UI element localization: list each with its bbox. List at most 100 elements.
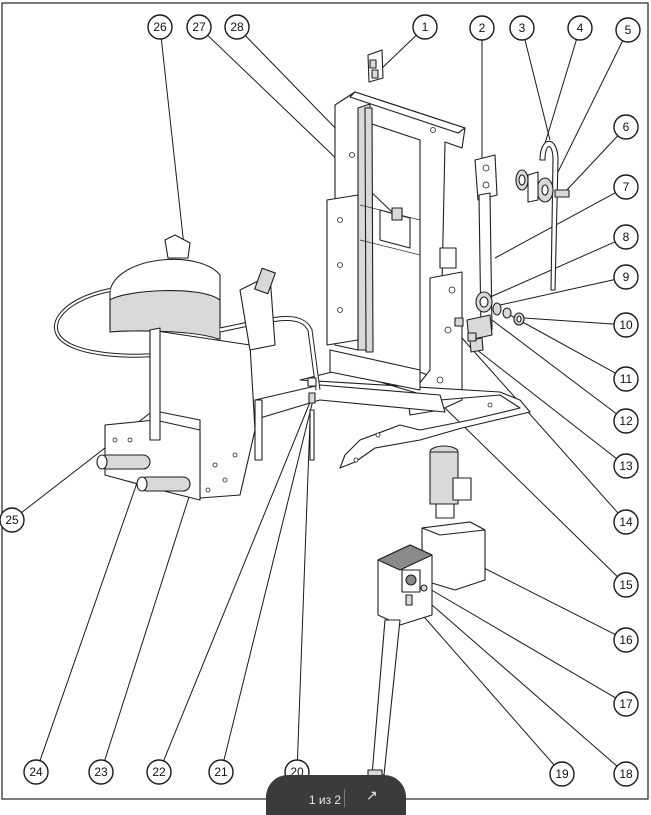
callout-11: 11	[613, 366, 639, 392]
callout-circle	[613, 366, 639, 392]
callout-circle	[469, 15, 495, 41]
callout-number: 5	[625, 23, 632, 37]
callout-21: 21	[208, 759, 234, 785]
callout-number: 18	[619, 767, 633, 781]
callout-10: 10	[613, 312, 639, 338]
leader-line-26	[160, 38, 186, 256]
base-frame	[254, 349, 531, 469]
leader-line-3	[524, 39, 551, 141]
leader-line-22	[163, 389, 316, 762]
leader-line-13	[471, 345, 617, 460]
callout-circle	[613, 627, 639, 653]
callout-number: 13	[619, 459, 633, 473]
callout-circle	[567, 15, 593, 41]
axles	[96, 454, 191, 492]
callout-circle	[509, 15, 535, 41]
fastener-set	[454, 291, 525, 342]
callout-number: 10	[619, 318, 633, 332]
callout-7: 7	[613, 174, 639, 200]
callout-24: 24	[23, 759, 49, 785]
callout-circle	[613, 572, 639, 598]
leader-line-16	[477, 564, 616, 636]
callout-circle	[88, 759, 114, 785]
callout-number: 28	[230, 20, 244, 34]
callout-number: 9	[623, 270, 630, 284]
leader-line-20	[296, 419, 311, 761]
leader-line-18	[423, 597, 618, 767]
pin-rod	[307, 377, 317, 461]
callout-circle	[23, 759, 49, 785]
callout-2: 2	[469, 15, 495, 41]
callout-number: 12	[619, 414, 633, 428]
callout-26: 26	[147, 14, 173, 40]
callout-number: 6	[623, 120, 630, 134]
callout-number: 27	[192, 20, 206, 34]
leader-line-15	[444, 407, 618, 577]
callout-3: 3	[509, 15, 535, 41]
callout-number: 16	[619, 633, 633, 647]
callout-18: 18	[613, 761, 639, 787]
callout-circle	[613, 224, 639, 250]
leader-line-14	[461, 337, 619, 514]
callout-circle	[613, 312, 639, 338]
side-plate	[407, 247, 463, 416]
callout-number: 1	[422, 20, 429, 34]
leader-line-12	[491, 319, 617, 415]
callout-circle	[613, 509, 639, 535]
leader-line-19	[417, 609, 555, 766]
callout-number: 8	[623, 230, 630, 244]
callout-number: 19	[555, 767, 569, 781]
callout-circle	[146, 759, 172, 785]
callout-22: 22	[146, 759, 172, 785]
callout-circle	[613, 408, 639, 434]
lower-frame	[104, 267, 276, 501]
callout-number: 25	[5, 513, 19, 527]
callout-4: 4	[567, 15, 593, 41]
callout-circle	[613, 453, 639, 479]
leader-line-5	[554, 40, 624, 179]
callout-5: 5	[615, 17, 641, 43]
callout-circle	[549, 761, 575, 787]
callout-27: 27	[186, 14, 212, 40]
callout-13: 13	[613, 453, 639, 479]
callout-6: 6	[613, 114, 639, 140]
expand-arrow-icon[interactable]: ↗	[366, 787, 378, 803]
leader-line-4	[539, 39, 577, 161]
leader-line-6	[564, 135, 619, 193]
callout-16: 16	[613, 627, 639, 653]
leader-line-9	[499, 279, 615, 306]
callout-circle	[0, 507, 25, 533]
callout-circle	[147, 14, 173, 40]
callout-8: 8	[613, 224, 639, 250]
motor-unit	[421, 445, 486, 591]
callout-circle	[613, 114, 639, 140]
pager-separator	[344, 789, 345, 807]
callout-circle	[613, 264, 639, 290]
callout-circle	[615, 17, 641, 43]
callout-number: 22	[152, 765, 166, 779]
callout-23: 23	[88, 759, 114, 785]
leader-lines	[21, 34, 624, 767]
leader-line-21	[223, 399, 314, 761]
callout-number: 17	[619, 697, 633, 711]
pdf-page-navigator[interactable]: 1 из 2 ↗	[266, 775, 406, 815]
top-bracket	[367, 49, 384, 83]
callout-circle	[613, 174, 639, 200]
leader-line-24	[39, 479, 139, 761]
callout-circle	[613, 761, 639, 787]
slide-column	[466, 154, 498, 353]
callout-number: 4	[577, 21, 584, 35]
callout-circle	[613, 691, 639, 717]
callout-circle	[412, 14, 438, 40]
callout-17: 17	[613, 691, 639, 717]
callout-28: 28	[224, 14, 250, 40]
leader-line-11	[507, 313, 616, 374]
page-counter: 1 из 2	[308, 793, 342, 807]
callout-number: 26	[153, 20, 167, 34]
leader-line-1	[379, 34, 417, 71]
callout-number: 14	[619, 515, 633, 529]
callout-15: 15	[613, 572, 639, 598]
callout-number: 11	[620, 372, 633, 386]
